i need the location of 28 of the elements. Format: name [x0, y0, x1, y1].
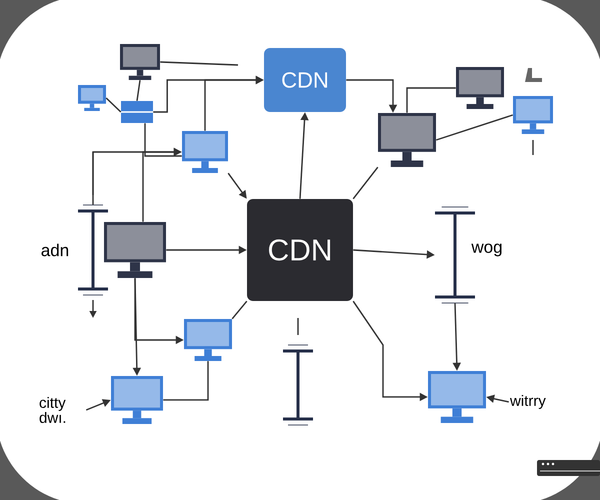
node-label: citty dwı. — [40, 396, 66, 423]
monitor-icon — [428, 370, 486, 423]
cdn-box: CDN — [247, 199, 353, 301]
side-label: wog — [471, 244, 502, 256]
connector — [163, 361, 209, 401]
monitor-icon — [78, 85, 106, 111]
monitor-icon — [378, 113, 436, 167]
monitor-icon — [111, 376, 163, 424]
monitor-icon — [513, 96, 553, 134]
connector — [144, 123, 182, 157]
node-label: witrry — [510, 395, 546, 409]
connector — [436, 114, 514, 141]
connector — [232, 300, 248, 320]
cdn-box: CDN — [264, 48, 346, 112]
connector — [352, 166, 378, 200]
monitor-icon — [456, 67, 504, 109]
monitor-icon — [182, 131, 228, 173]
bar-symbol — [78, 204, 108, 296]
switch-icon — [121, 101, 153, 123]
side-label: adn — [42, 244, 68, 256]
connector — [136, 80, 141, 101]
monitor-icon — [104, 222, 166, 278]
bar-symbol — [283, 344, 313, 426]
connector — [106, 97, 122, 112]
monitor-icon — [120, 44, 160, 80]
connector — [406, 87, 456, 113]
monitor-icon — [184, 319, 232, 361]
connector — [160, 61, 238, 66]
